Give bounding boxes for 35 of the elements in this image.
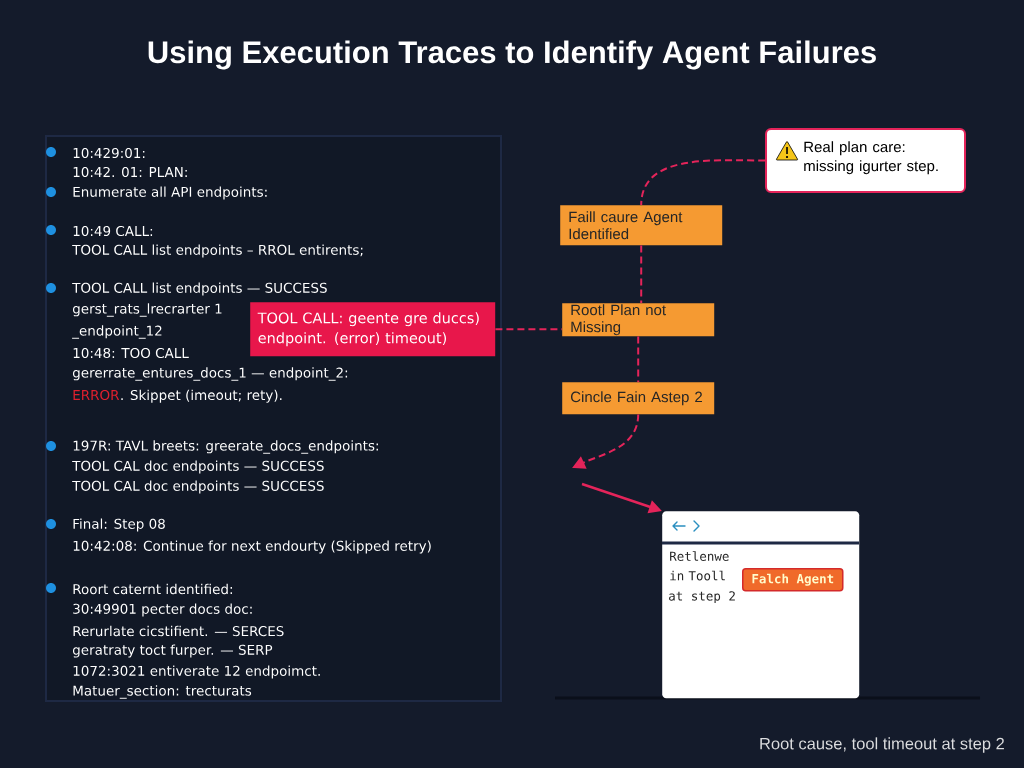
log-line: 10:429:01:: [73, 147, 145, 159]
label-box: Rootl Plan not Missing: [562, 303, 715, 337]
log-line: gerst_rats_lrecrarter 1: [72, 303, 222, 317]
log-line: gererrate_entures_docs_1 — endpoint_2:: [72, 367, 348, 381]
log-line: 10:42. 01: PLAN:: [73, 166, 187, 178]
log-line: TOOL CAL doc endpoints — SUCCESS: [72, 480, 324, 494]
log-line: 10:49 CALL:: [73, 225, 153, 237]
log-line: 197R: TAVL breets: greerate_docs_endpoints:: [73, 440, 378, 454]
log-line: Matuer_section: trecturats: [73, 685, 252, 699]
title: Using Execution Traces to Identify Agent Failures: [148, 40, 876, 70]
badge: Falch Agent: [742, 568, 844, 592]
log-line: _endpoint_12: [72, 325, 162, 339]
log-line: ERROR: [73, 389, 120, 401]
log-line: geratraty toct furper. — SERP: [72, 644, 273, 658]
footer-note: Root cause, tool timeout at step 2: [760, 737, 1004, 753]
log-line: 30:49901 pecter docs doc:: [73, 603, 252, 617]
callout-box: TOOL CALL: geente gre duccs) endpoint. (error) timeout): [250, 302, 496, 357]
log-line: Rerurlate cicstifient. — SERCES: [73, 625, 284, 637]
browser-window: [662, 511, 860, 699]
label-box: Cincle Fain Astep 2: [562, 382, 715, 415]
log-line: 1072:3021 entiverate 12 endpoimct.: [73, 665, 320, 679]
log-line: Final: Step 08: [73, 518, 165, 532]
log-line: Roort caternt identified:: [73, 583, 232, 595]
log-line: TOOL CALL list endpoints – RROL entirents;: [72, 244, 363, 258]
log-line: Enumerate all API endpoints:: [73, 186, 267, 200]
log-line: 10:42:08: Continue for next endourty (Skipped retry): [73, 540, 431, 554]
note-text: Real plan care: missing igurter step.: [804, 141, 938, 175]
log-line: TOOL CAL doc endpoints — SUCCESS: [72, 460, 324, 474]
trace-panel: [45, 135, 502, 702]
log-line: TOOL CALL list endpoints — SUCCESS: [72, 282, 327, 296]
label-box: Faill caure Agent Identified: [560, 205, 723, 246]
window-text: at step 2: [669, 591, 735, 604]
note-box: [765, 128, 966, 193]
log-line: . Skippet (imeout; rety).: [121, 389, 282, 403]
log-line: 10:48: TOO CALL: [73, 347, 189, 359]
